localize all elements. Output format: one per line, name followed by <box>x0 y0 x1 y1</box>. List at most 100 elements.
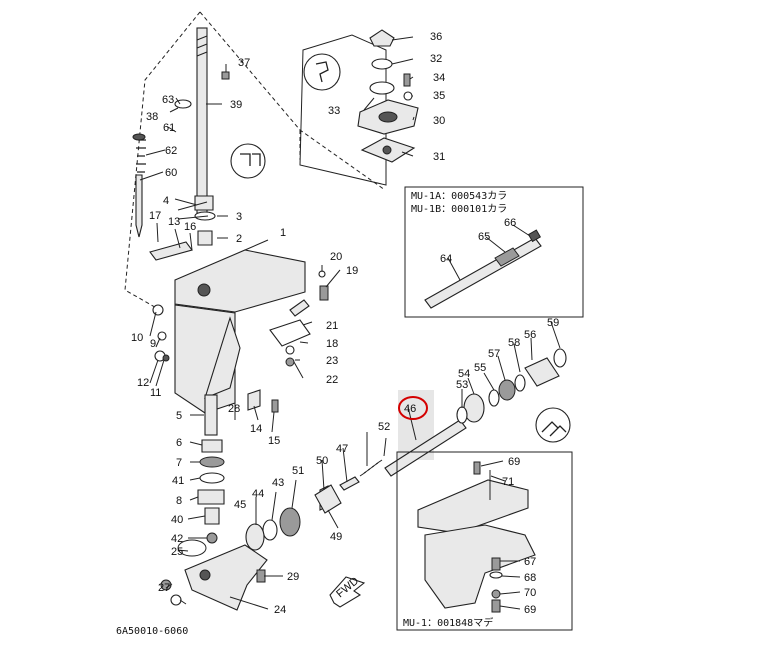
mu1a-frame <box>404 186 584 318</box>
label-45: 45 <box>234 499 246 511</box>
label-49: 49 <box>330 531 342 543</box>
pump-plate-hole <box>382 145 392 155</box>
nut-42 <box>206 532 218 544</box>
label-23: 23 <box>326 355 338 367</box>
plug-11 <box>162 354 170 362</box>
label-67: 67 <box>524 556 536 568</box>
label-69a: 69 <box>508 456 520 468</box>
o-ring-59 <box>553 348 567 368</box>
label-62: 62 <box>165 145 177 157</box>
label-53: 53 <box>456 379 468 391</box>
label-22: 22 <box>326 374 338 386</box>
label-41: 41 <box>172 475 184 487</box>
sleeve-5 <box>204 394 218 436</box>
key-detail-icon <box>315 61 329 83</box>
seal-detail-circle <box>535 407 571 443</box>
label-38: 38 <box>146 111 158 123</box>
label-19: 19 <box>346 265 358 277</box>
label-68: 68 <box>524 572 536 584</box>
fwd-arrow: FWD <box>329 575 366 608</box>
water-pump-group <box>299 29 419 186</box>
label-29: 29 <box>287 571 299 583</box>
gearcase-cover <box>160 544 268 611</box>
label-50: 50 <box>316 455 328 467</box>
label-55: 55 <box>474 362 486 374</box>
lower-casing-group <box>149 241 329 414</box>
propeller-shaft-46 <box>384 419 467 477</box>
label-6: 6 <box>176 437 182 449</box>
bearing-45 <box>245 523 265 551</box>
washer-23 <box>285 345 295 355</box>
key-detail-circle <box>303 53 341 91</box>
label-63: 63 <box>162 94 174 106</box>
housing-56 <box>524 357 560 387</box>
label-33: 33 <box>328 105 340 117</box>
label-8: 8 <box>176 495 182 507</box>
label-7: 7 <box>176 457 182 469</box>
label-9: 9 <box>150 338 156 350</box>
catalog-code: 6A50010-6060 <box>116 626 188 637</box>
pump-washer <box>371 58 393 70</box>
label-61: 61 <box>163 122 175 134</box>
label-54: 54 <box>458 368 470 380</box>
alt-casing-top <box>417 479 529 534</box>
label-32: 32 <box>430 53 442 65</box>
label-66: 66 <box>504 217 516 229</box>
nut-70 <box>491 589 501 599</box>
fwd-arrow-shape <box>329 576 366 608</box>
o-ring-58 <box>514 374 526 392</box>
bolt-69a <box>473 461 481 475</box>
label-65: 65 <box>478 231 490 243</box>
shim-7 <box>199 456 225 468</box>
shift-rod <box>135 174 143 238</box>
label-51: 51 <box>292 465 304 477</box>
label-39: 39 <box>230 99 242 111</box>
bolt-19 <box>319 285 329 301</box>
label-34: 34 <box>433 72 445 84</box>
label-52: 52 <box>378 421 390 433</box>
label-2: 2 <box>236 233 242 245</box>
mu1-frame <box>396 451 573 631</box>
label-18: 18 <box>326 338 338 350</box>
spring-52 <box>359 459 383 477</box>
label-25: 25 <box>171 546 183 558</box>
casing-fin <box>204 316 241 399</box>
shaft-pin <box>527 229 542 243</box>
shim-55 <box>488 389 500 407</box>
label-13: 13 <box>168 216 180 228</box>
bearing-57 <box>498 379 516 401</box>
label-69b: 69 <box>524 604 536 616</box>
label-46: 46 <box>404 403 416 415</box>
plate-16 <box>149 241 193 261</box>
part-labels: 36 32 34 35 33 30 31 37 63 39 38 61 62 6… <box>131 31 559 616</box>
pin-47 <box>339 476 360 491</box>
washer-26 <box>170 594 182 606</box>
bearing-6 <box>201 439 223 453</box>
label-24: 24 <box>274 604 286 616</box>
label-42: 42 <box>171 533 183 545</box>
label-20: 20 <box>330 251 342 263</box>
label-31: 31 <box>433 151 445 163</box>
label-59: 59 <box>547 317 559 329</box>
shim-53 <box>456 406 468 424</box>
gasket <box>369 81 395 95</box>
label-14: 14 <box>250 423 262 435</box>
pump-bolt <box>403 73 411 87</box>
shaft-spline <box>196 35 208 57</box>
grommet-61 <box>132 133 146 141</box>
impeller <box>369 29 395 47</box>
bushing-2 <box>197 230 213 246</box>
bolt-69b <box>491 599 501 613</box>
shim-44 <box>262 519 278 541</box>
lower-casing-top <box>174 249 306 313</box>
pinion-stack <box>177 394 225 557</box>
label-70: 70 <box>524 587 536 599</box>
gear-43 <box>279 507 301 537</box>
shaft-sleeve <box>494 247 520 267</box>
label-36: 36 <box>430 31 442 43</box>
bolt-10 <box>152 304 164 316</box>
drive-shaft-group <box>132 27 266 246</box>
label-58: 58 <box>508 337 520 349</box>
label-15: 15 <box>268 435 280 447</box>
label-44: 44 <box>252 488 264 500</box>
